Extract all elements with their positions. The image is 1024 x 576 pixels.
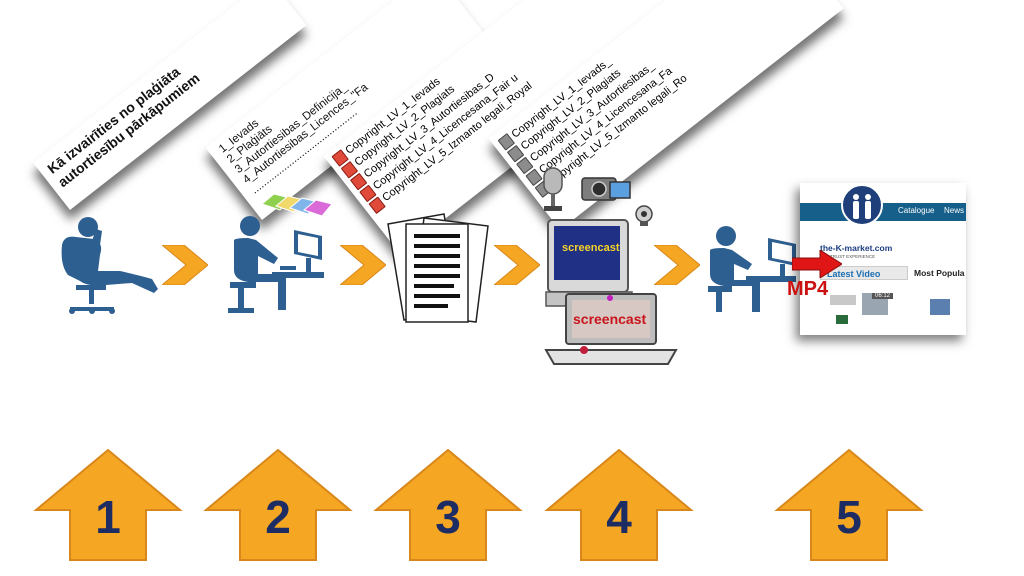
step-2-number: 2 bbox=[265, 491, 291, 543]
chevron-right-icon bbox=[654, 245, 700, 285]
folders-icon bbox=[260, 193, 333, 217]
step-3-number: 3 bbox=[435, 491, 461, 543]
video-duration: 06:12 bbox=[872, 293, 894, 299]
tab-most-popular: Most Popula bbox=[914, 268, 965, 278]
site-nav-catalogue: Catalogue bbox=[898, 206, 935, 215]
person-at-computer-icon bbox=[708, 226, 796, 312]
step-3-arrow bbox=[373, 448, 523, 561]
mp4-label: MP4 bbox=[787, 278, 829, 300]
step-5-number: 5 bbox=[836, 491, 862, 543]
video-caption bbox=[830, 295, 856, 305]
laptop-label: screencast bbox=[573, 311, 647, 327]
site-nav-news: News bbox=[944, 206, 965, 215]
documents-icon bbox=[387, 213, 489, 323]
step-4-arrow bbox=[544, 448, 694, 561]
badge-icon bbox=[836, 315, 848, 324]
step-1-arrow bbox=[33, 448, 183, 561]
screen-label: screencast bbox=[562, 242, 620, 254]
site-logo-icon bbox=[841, 184, 883, 226]
chevron-right-icon bbox=[340, 245, 386, 285]
laptop-icon bbox=[544, 293, 678, 365]
camera-icon bbox=[581, 177, 631, 201]
avatar-icon bbox=[930, 299, 950, 315]
step-4-number: 4 bbox=[606, 491, 632, 543]
arrow-right-icon bbox=[792, 250, 842, 278]
step-1-number: 1 bbox=[95, 491, 121, 543]
person-at-computer-icon bbox=[228, 216, 324, 313]
chevron-right-icon bbox=[494, 245, 540, 285]
microphone-icon bbox=[543, 167, 563, 211]
webcam-icon bbox=[635, 205, 653, 226]
chevron-right-icon bbox=[162, 245, 208, 285]
thinking-person-icon bbox=[61, 217, 158, 314]
site-brand: the-K-market.com bbox=[820, 243, 893, 253]
site-tagline: TRUST EXPERIENCE bbox=[830, 254, 876, 259]
step-5-arrow bbox=[774, 448, 924, 561]
step-2-arrow bbox=[203, 448, 353, 561]
